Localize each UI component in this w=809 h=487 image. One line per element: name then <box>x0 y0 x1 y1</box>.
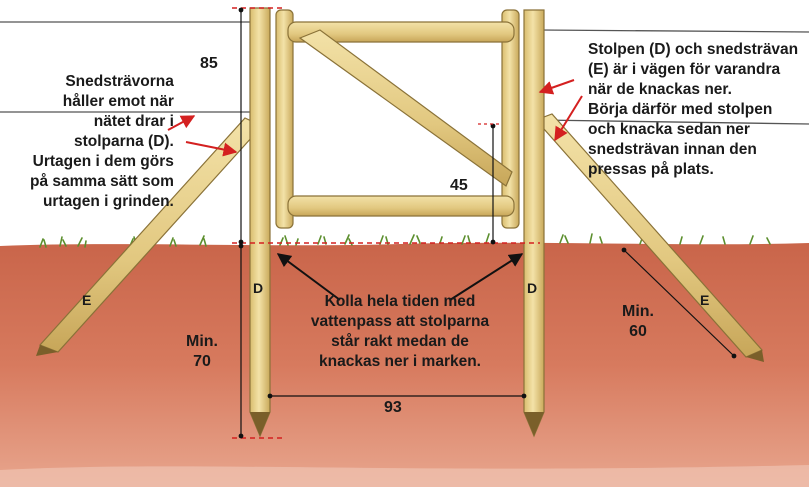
soil <box>0 242 809 487</box>
min-60-value: 60 <box>629 323 647 340</box>
measure-93: 93 <box>384 399 402 416</box>
min-60-label: Min. <box>622 303 654 320</box>
right-note-line: när de knackas ner. <box>588 81 732 98</box>
left-note-line: håller emot när <box>62 93 174 110</box>
left-note-line: Urtagen i dem görs <box>32 153 174 170</box>
min-60: Min. 60 <box>612 302 664 342</box>
right-note: Stolpen (D) och snedsträvan (E) är i väg… <box>588 40 798 180</box>
center-note-line: vattenpass att stolparna <box>310 313 490 330</box>
left-note-line: urtagen i grinden. <box>42 193 174 210</box>
post-right <box>523 9 545 438</box>
note-arrows <box>167 79 583 157</box>
min-70-label: Min. <box>186 333 218 350</box>
level-arrows <box>276 253 524 301</box>
min-70: Min. 70 <box>176 332 228 372</box>
fence-wires <box>0 21 809 125</box>
right-note-line: Börja därför med stolpen <box>588 101 773 118</box>
right-note-line: (E) är i vägen för varandra <box>588 61 781 78</box>
label-e-right: E <box>700 292 710 308</box>
dimension-lines <box>238 7 737 439</box>
reference-lines <box>232 7 540 439</box>
post-left <box>249 7 271 438</box>
gate <box>275 9 520 229</box>
center-note-line: Kolla hela tiden med <box>324 293 476 310</box>
center-note-line: knackas ner i marken. <box>319 353 481 370</box>
left-note-line: Snedsträvorna <box>65 73 174 90</box>
label-e-left: E <box>82 292 92 308</box>
right-note-line: snedsträvan innan den <box>588 141 757 158</box>
right-note-line: och knacka sedan ner <box>588 121 750 138</box>
left-note-line: stolparna (D). <box>73 133 174 150</box>
right-note-line: pressas på plats. <box>588 161 714 178</box>
min-70-value: 70 <box>193 353 211 370</box>
left-note-line: nätet drar i <box>93 113 174 130</box>
grass <box>39 233 771 248</box>
center-note: Kolla hela tiden med vattenpass att stol… <box>300 292 500 372</box>
label-d-right: D <box>527 280 538 296</box>
measure-85: 85 <box>200 55 218 72</box>
right-note-line: Stolpen (D) och snedsträvan <box>588 41 799 58</box>
measure-45: 45 <box>450 177 468 194</box>
center-note-line: står rakt medan de <box>331 333 469 350</box>
left-note-line: på samma sätt som <box>30 173 174 190</box>
left-note: Snedsträvorna håller emot när nätet drar… <box>30 72 174 212</box>
label-d-left: D <box>253 280 264 296</box>
